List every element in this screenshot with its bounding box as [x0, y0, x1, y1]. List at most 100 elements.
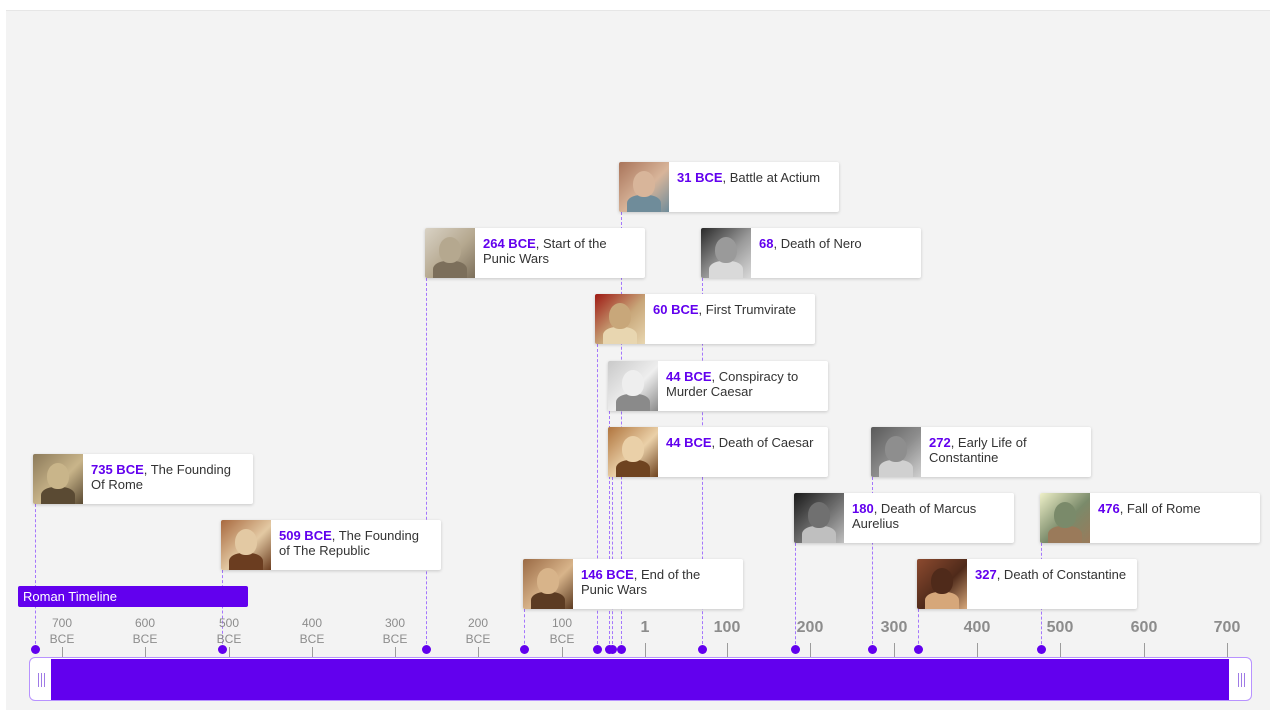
event-thumbnail	[794, 493, 844, 543]
axis-tick-number: 500	[218, 616, 240, 630]
event-title: , Death of Nero	[773, 236, 862, 251]
axis-tick-mark	[894, 643, 895, 657]
event-stem	[918, 609, 919, 649]
axis-tick-mark	[312, 647, 313, 657]
event-thumbnail	[33, 454, 83, 504]
axis-tick-number: 100	[551, 616, 573, 630]
event-thumbnail	[871, 427, 921, 477]
navigator-left-handle[interactable]	[31, 659, 51, 700]
axis-tick-mark	[810, 643, 811, 657]
axis-tick-mark	[229, 647, 230, 657]
navigator-right-handle[interactable]	[1231, 659, 1251, 700]
event-marker[interactable]	[617, 645, 626, 654]
event-card[interactable]: 509 BCE, The Founding of The Republic	[221, 520, 441, 570]
thumbnail-figure-body	[41, 487, 75, 504]
event-card[interactable]: 327, Death of Constantine	[917, 559, 1137, 609]
event-stem	[35, 504, 36, 649]
event-year: 735 BCE	[91, 462, 144, 477]
event-thumbnail	[608, 427, 658, 477]
event-thumbnail	[619, 162, 669, 212]
event-marker[interactable]	[520, 645, 529, 654]
event-year: 31 BCE	[677, 170, 723, 185]
event-card[interactable]: 272, Early Life of Constantine	[871, 427, 1091, 477]
thumbnail-figure-body	[531, 592, 565, 609]
event-marker[interactable]	[593, 645, 602, 654]
axis-tick-mark	[977, 643, 978, 657]
thumbnail-figure-head	[47, 463, 69, 489]
thumbnail-figure-head	[931, 568, 953, 594]
axis-tick-mark	[62, 647, 63, 657]
event-card[interactable]: 146 BCE, End of the Punic Wars	[523, 559, 743, 609]
event-title: , End of the Punic Wars	[581, 567, 701, 597]
thumbnail-figure-head	[609, 303, 631, 329]
event-marker[interactable]	[218, 645, 227, 654]
axis-tick-era: BCE	[382, 632, 408, 646]
event-card[interactable]: 476, Fall of Rome	[1040, 493, 1260, 543]
event-card[interactable]: 735 BCE, The Founding Of Rome	[33, 454, 253, 504]
axis-tick-mark	[645, 643, 646, 657]
event-text: 476, Fall of Rome	[1090, 493, 1211, 543]
axis-tick-number: 400	[301, 616, 323, 630]
event-title: , Start of the Punic Wars	[483, 236, 607, 266]
event-card[interactable]: 68, Death of Nero	[701, 228, 921, 278]
event-marker[interactable]	[868, 645, 877, 654]
thumbnail-figure-head	[1054, 502, 1076, 528]
event-year: 44 BCE	[666, 435, 712, 450]
thumbnail-figure-body	[627, 195, 661, 212]
thumbnail-figure-head	[808, 502, 830, 528]
thumbnail-figure-body	[709, 261, 743, 278]
axis-tick-era: BCE	[465, 632, 491, 646]
axis-tick-era: BCE	[49, 632, 75, 646]
axis-tick-mark	[1060, 643, 1061, 657]
axis-tick-era: BCE	[299, 632, 325, 646]
event-text: 44 BCE, Conspiracy to Murder Caesar	[658, 361, 828, 411]
axis-tick-mark	[562, 647, 563, 657]
axis-tick-label: 300	[880, 619, 908, 636]
axis-tick-mark	[478, 647, 479, 657]
event-card[interactable]: 264 BCE, Start of the Punic Wars	[425, 228, 645, 278]
axis-tick-era: BCE	[216, 632, 242, 646]
event-marker[interactable]	[914, 645, 923, 654]
event-year: 272	[929, 435, 951, 450]
navigator-range[interactable]	[51, 659, 1229, 700]
axis-tick-label: 600	[1130, 619, 1158, 636]
axis-tick-mark	[1227, 643, 1228, 657]
event-text: 68, Death of Nero	[751, 228, 872, 278]
event-marker[interactable]	[31, 645, 40, 654]
event-marker[interactable]	[608, 645, 617, 654]
event-thumbnail	[595, 294, 645, 344]
event-text: 272, Early Life of Constantine	[921, 427, 1091, 477]
event-card[interactable]: 180, Death of Marcus Aurelius	[794, 493, 1014, 543]
event-text: 509 BCE, The Founding of The Republic	[271, 520, 441, 570]
event-year: 476	[1098, 501, 1120, 516]
event-text: 31 BCE, Battle at Actium	[669, 162, 830, 212]
event-card[interactable]: 60 BCE, First Trumvirate	[595, 294, 815, 344]
axis-tick-number: 200	[467, 616, 489, 630]
event-text: 44 BCE, Death of Caesar	[658, 427, 823, 477]
event-marker[interactable]	[1037, 645, 1046, 654]
event-thumbnail	[523, 559, 573, 609]
timeline-title-bar[interactable]: Roman Timeline	[18, 586, 248, 607]
axis-tick-mark	[727, 643, 728, 657]
axis-tick-label: 700	[1213, 619, 1241, 636]
grip-icon	[1237, 672, 1245, 687]
event-stem	[222, 570, 223, 649]
axis-tick-label: 400	[963, 619, 991, 636]
event-card[interactable]: 31 BCE, Battle at Actium	[619, 162, 839, 212]
event-marker[interactable]	[698, 645, 707, 654]
event-card[interactable]: 44 BCE, Conspiracy to Murder Caesar	[608, 361, 828, 411]
thumbnail-figure-body	[616, 460, 650, 477]
thumbnail-figure-head	[633, 171, 655, 197]
event-marker[interactable]	[422, 645, 431, 654]
event-title: , Death of Constantine	[996, 567, 1127, 582]
axis-tick-mark	[1144, 643, 1145, 657]
event-marker[interactable]	[791, 645, 800, 654]
event-card[interactable]: 44 BCE, Death of Caesar	[608, 427, 828, 477]
axis-tick-mark	[395, 647, 396, 657]
event-stem	[426, 278, 427, 649]
